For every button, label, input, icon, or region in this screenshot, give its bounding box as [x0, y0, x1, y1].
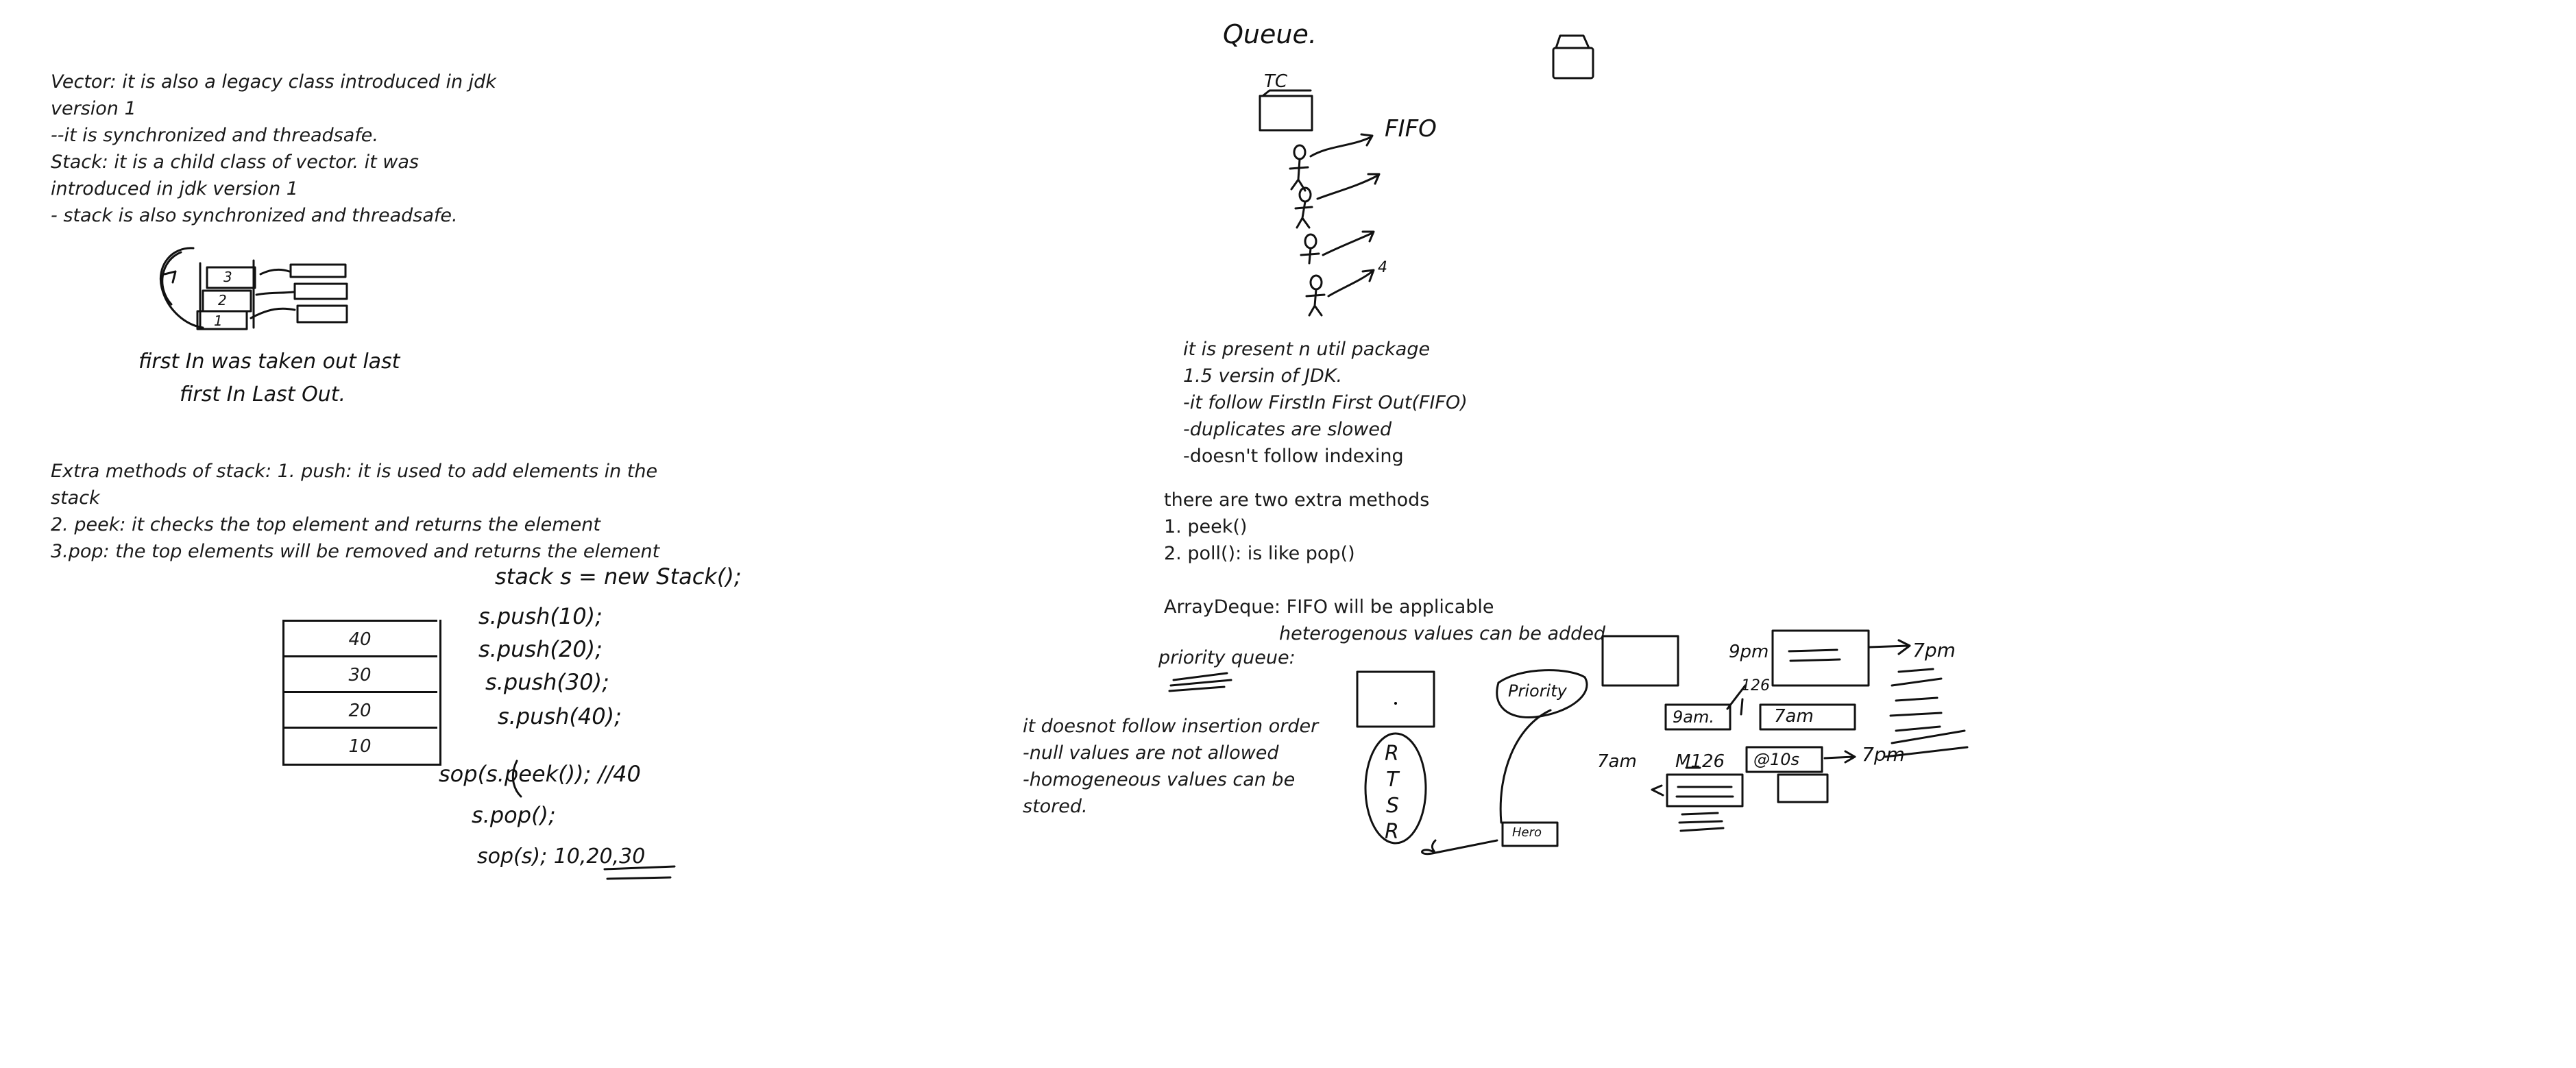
time-label: 126: [1741, 677, 1770, 694]
queue-method-line: 2. poll(): is like pop(): [1164, 543, 1355, 564]
time-label: 9am.: [1673, 707, 1714, 727]
code-line: s.push(30);: [485, 669, 609, 695]
queue-fifo-label: FIFO: [1385, 115, 1437, 143]
code-line: s.push(20);: [478, 636, 603, 662]
heterogenous-note: heterogenous values can be added: [1279, 623, 1606, 644]
note-line: - stack is also synchronized and threads…: [51, 205, 458, 226]
pq-note: it doesnot follow insertion order: [1023, 716, 1319, 737]
pq-note: -homogeneous values can be: [1023, 769, 1296, 790]
time-label: 7pm: [1862, 743, 1905, 766]
stack-cell: 30: [282, 655, 437, 693]
method-line: 3.pop: the top elements will be removed …: [51, 541, 660, 562]
queue-arrow-label: 4: [1378, 259, 1387, 276]
time-label: 9pm: [1729, 642, 1769, 662]
hero-label: Hero: [1512, 825, 1542, 840]
priority-letter: T: [1386, 768, 1399, 792]
queue-method-line: 1. peek(): [1164, 516, 1248, 537]
note-line: version 1: [51, 98, 136, 119]
priority-letter: R: [1385, 742, 1399, 766]
priority-label: Priority: [1508, 681, 1567, 701]
note-line: introduced in jdk version 1: [51, 178, 298, 199]
method-line: stack: [51, 487, 100, 509]
queue-note: 1.5 versin of JDK.: [1183, 365, 1343, 387]
queue-note: -it follow FirstIn First Out(FIFO): [1183, 392, 1468, 413]
method-line: Extra methods of stack: 1. push: it is u…: [51, 461, 658, 482]
code-line: s.push(10);: [478, 603, 603, 629]
code-line: s.pop();: [472, 802, 556, 828]
note-line: --it is synchronized and threadsafe.: [51, 125, 378, 146]
queue-method-line: there are two extra methods: [1164, 489, 1430, 511]
note-line: Vector: it is also a legacy class introd…: [51, 71, 496, 93]
code-line: s.push(40);: [498, 703, 622, 729]
code-line: stack s = new Stack();: [495, 563, 742, 590]
priority-letter: S: [1386, 794, 1400, 818]
stack-cell: 10: [282, 727, 437, 764]
priority-letter: R: [1385, 820, 1399, 844]
time-label: 7pm: [1912, 639, 1956, 662]
time-label: @10s: [1753, 750, 1800, 769]
queue-tc-label: TC: [1264, 71, 1288, 92]
queue-note: -doesn't follow indexing: [1183, 446, 1404, 467]
arraydeque-note: ArrayDeque: FIFO will be applicable: [1164, 596, 1494, 618]
stack-box-label: 3: [223, 269, 232, 285]
queue-title: Queue.: [1223, 19, 1317, 49]
pq-note: -null values are not allowed: [1023, 742, 1279, 764]
queue-note: it is present n util package: [1183, 339, 1431, 360]
time-label: M126: [1675, 751, 1725, 772]
note-line: Stack: it is a child class of vector. it…: [51, 151, 419, 173]
priority-queue-heading: priority queue:: [1158, 647, 1296, 668]
stack-box-label: 2: [218, 292, 227, 308]
stack-cell: 20: [282, 691, 437, 729]
stack-box-label: 1: [214, 313, 223, 329]
time-label: 7am: [1597, 751, 1637, 772]
code-line: sop(s); 10,20,30: [477, 845, 646, 869]
code-line: sop(s.peek()); //40: [439, 761, 641, 787]
stack-caption: first In was taken out last: [138, 350, 400, 374]
method-line: 2. peek: it checks the top element and r…: [51, 514, 600, 535]
stack-caption: first In Last Out.: [180, 383, 345, 406]
time-label: 7am: [1774, 706, 1814, 727]
queue-note: -duplicates are slowed: [1183, 419, 1392, 440]
stack-cell: 40: [282, 620, 437, 657]
pq-note: stored.: [1023, 796, 1088, 817]
